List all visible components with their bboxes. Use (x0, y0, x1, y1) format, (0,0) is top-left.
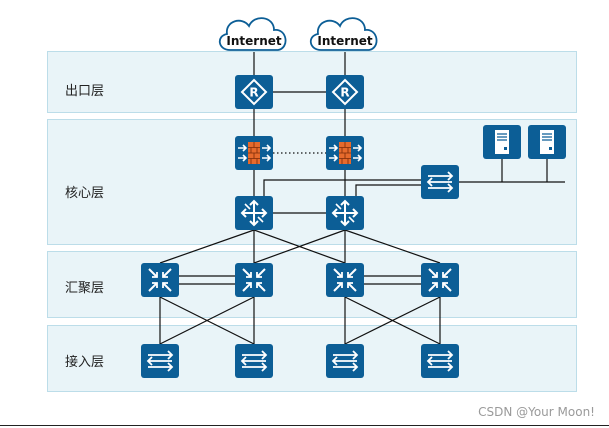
router-icon (325, 74, 365, 110)
exit-layer-band (47, 51, 577, 113)
internet-cloud-1: Internet (218, 17, 287, 51)
server-icon (527, 124, 567, 160)
aggregation-layer-band (47, 251, 577, 318)
management-switch-icon (420, 164, 460, 200)
firewall-icon (325, 135, 365, 171)
exit-layer-label: 出口层 (65, 84, 105, 99)
router-icon (234, 74, 274, 110)
core-switch-icon (325, 195, 365, 231)
watermark: CSDN @Your Moon! (478, 405, 595, 419)
server-icon (482, 124, 522, 160)
core-switch-icon (234, 195, 274, 231)
internet-cloud-2: Internet (309, 17, 378, 51)
connection-lines (159, 52, 565, 345)
internet-label-2: Internet (317, 34, 372, 48)
access-switch-icon (325, 343, 365, 379)
aggregation-switch-icon (234, 262, 274, 298)
access-switch-icon (234, 343, 274, 379)
internet-label-1: Internet (226, 34, 281, 48)
core-layer-label: 核心层 (65, 186, 105, 201)
aggregation-switch-icon (140, 262, 180, 298)
access-layer-band (47, 325, 577, 392)
firewall-icon (234, 135, 274, 171)
aggregation-switch-icon (325, 262, 365, 298)
aggregation-switch-icon (420, 262, 460, 298)
aggregation-layer-label: 汇聚层 (65, 281, 105, 296)
access-layer-label: 接入层 (65, 355, 105, 370)
access-switch-icon (140, 343, 180, 379)
bottom-divider (0, 425, 609, 426)
access-switch-icon (420, 343, 460, 379)
